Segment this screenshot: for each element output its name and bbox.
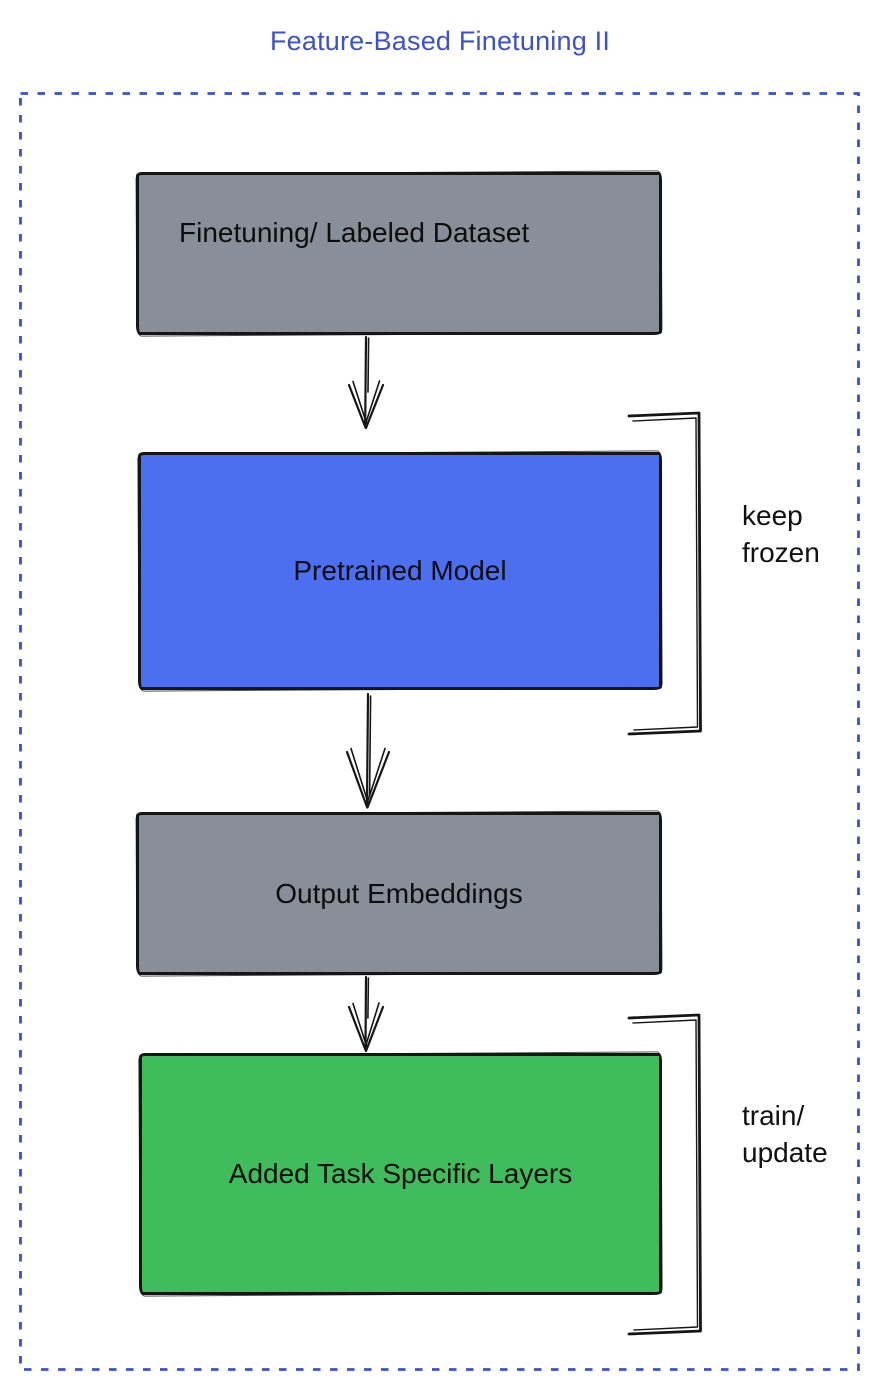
node-finetuning-labeled-dataset: Finetuning/ Labeled Dataset [136,172,662,335]
flow-arrow-pretrained-to-embeddings [345,692,391,809]
diagram-title: Feature-Based Finetuning II [269,26,611,56]
node-pretrained-model: Pretrained Model [138,452,662,690]
node-output-embeddings: Output Embeddings [136,812,662,975]
flow-arrow-embeddings-to-task-layers [347,975,385,1053]
node-label: Added Task Specific Layers [228,1158,573,1189]
node-label: Finetuning/ Labeled Dataset [179,217,530,248]
annotation-line: train/ [742,1100,805,1131]
flow-arrow-dataset-to-pretrained [347,335,385,430]
node-label: Output Embeddings [275,877,523,909]
annotation-train-update: train/ update [742,1097,828,1171]
annotation-line: frozen [742,537,820,568]
annotation-keep-frozen: keep frozen [742,497,820,571]
annotation-line: update [742,1137,828,1168]
node-added-task-specific-layers: Added Task Specific Layers [139,1053,662,1295]
annotation-line: keep [742,500,803,531]
node-label: Pretrained Model [293,555,507,586]
